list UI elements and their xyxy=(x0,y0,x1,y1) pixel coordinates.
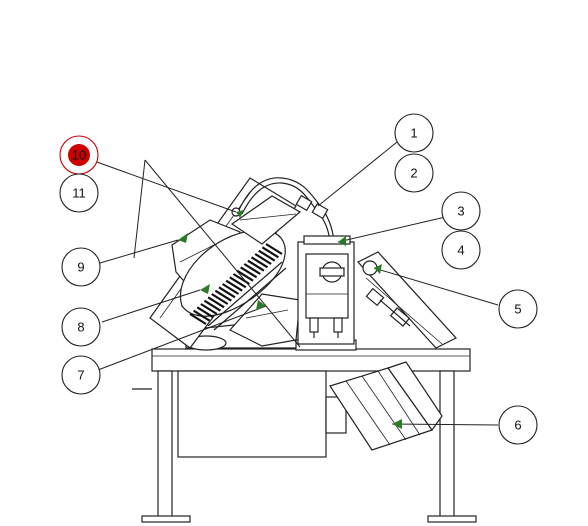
blade-hatch-line xyxy=(240,266,258,279)
callout-6-label: 6 xyxy=(514,418,521,433)
blade-hatch-line xyxy=(200,303,218,315)
callout-7-label: 7 xyxy=(77,368,84,383)
blade-hatch-line xyxy=(196,306,214,319)
drive-motor xyxy=(329,361,443,451)
blade-hatch-line xyxy=(250,256,269,269)
callout-5-label: 5 xyxy=(514,302,521,317)
leader-lines xyxy=(93,137,499,426)
callout-2-label: 2 xyxy=(410,166,417,181)
callout-4-label: 4 xyxy=(457,243,464,258)
blade-hatch-line xyxy=(229,276,247,289)
blade-hatch-line xyxy=(207,296,225,309)
blade-hatch-line xyxy=(225,279,243,292)
blade-hatch-line xyxy=(221,283,240,295)
callout-3-label: 3 xyxy=(457,204,464,219)
blade-hatch-line xyxy=(243,263,261,275)
callout-1-label: 1 xyxy=(410,126,417,141)
callout-11: 11 xyxy=(59,173,99,213)
callout-9-label: 9 xyxy=(77,260,84,275)
blade-hatch-line xyxy=(258,249,276,262)
blade-hatch-line xyxy=(189,313,207,325)
callout-8: 8 xyxy=(61,307,101,347)
callout-3: 3 xyxy=(441,191,481,231)
control-box xyxy=(297,235,355,345)
blade-hatch-line xyxy=(218,286,236,299)
pneumatic-cylinder xyxy=(357,251,457,349)
callout-1: 1 xyxy=(394,113,434,153)
callout-11-label: 11 xyxy=(72,186,86,201)
callout-7: 7 xyxy=(61,355,101,395)
callout-8-label: 8 xyxy=(77,320,84,335)
blade-hatch-line xyxy=(254,253,272,265)
highlight-dot xyxy=(68,144,90,166)
callout-10: 10 xyxy=(59,135,99,175)
blade-hatch-line xyxy=(236,269,254,282)
blade-hatch-line xyxy=(193,309,211,322)
callout-4: 4 xyxy=(441,230,481,270)
callout-10-label: 10 xyxy=(72,148,86,163)
blade-hatch-line xyxy=(247,259,265,272)
air-hose xyxy=(231,177,335,247)
machine-table xyxy=(132,348,477,523)
arrowheads xyxy=(178,210,402,429)
callout-2: 2 xyxy=(394,153,434,193)
blade-hatch-line xyxy=(203,299,222,312)
callout-6: 6 xyxy=(498,405,538,445)
gearbox-housing xyxy=(177,370,347,458)
blade-guard xyxy=(179,229,287,331)
carriage-arm xyxy=(230,195,302,245)
blade-hatch-line xyxy=(211,293,229,305)
blade-hatch-line xyxy=(265,243,283,255)
callout-9: 9 xyxy=(61,247,101,287)
blade-hatch-line xyxy=(261,246,279,259)
callout-5: 5 xyxy=(498,289,538,329)
blade-hatch-line xyxy=(214,289,232,302)
